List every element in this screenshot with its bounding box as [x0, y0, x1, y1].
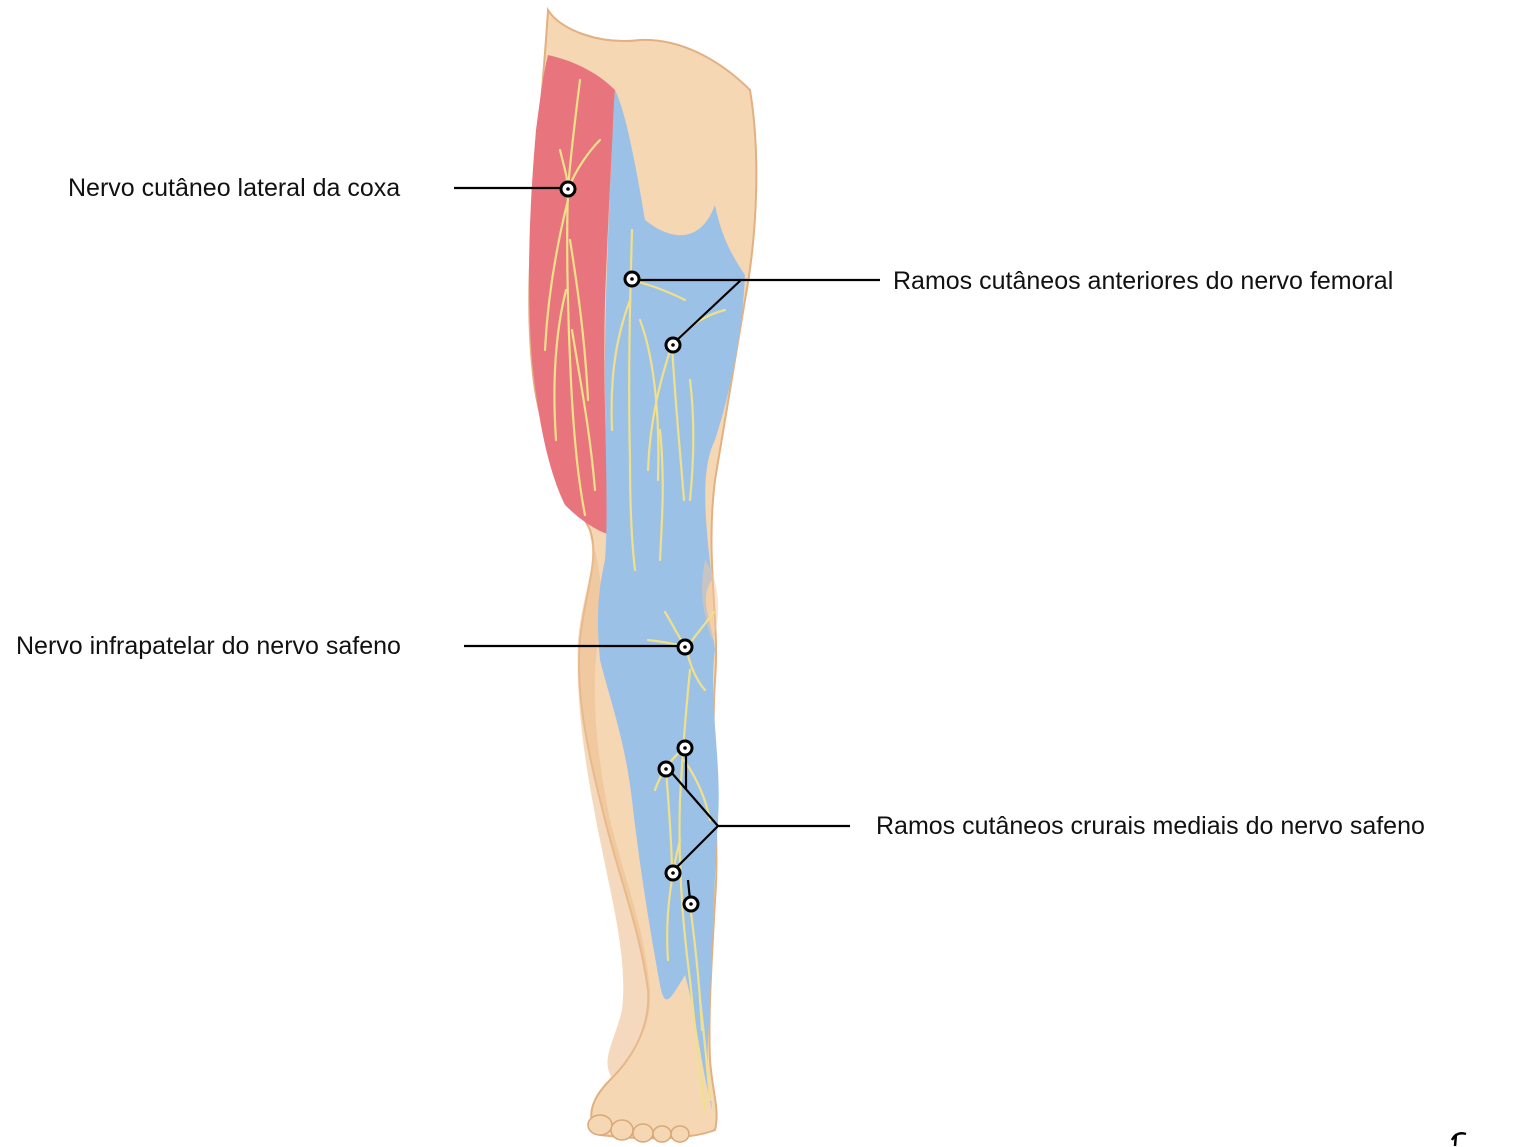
marker-crural-2 [659, 762, 673, 776]
marker-lateral-cutaneous [561, 182, 575, 196]
label-anterior-cutaneous-femoral: Ramos cutâneos anteriores do nervo femor… [893, 269, 1393, 294]
marker-crural-4 [684, 897, 698, 911]
lateral-cutaneous-region [529, 55, 615, 535]
label-lateral-cutaneous-thigh: Nervo cutâneo lateral da coxa [68, 176, 400, 201]
marker-infrapatellar [678, 640, 692, 654]
marker-anterior-femoral-2 [666, 338, 680, 352]
label-medial-crural-saphenous: Ramos cutâneos crurais mediais do nervo … [876, 814, 1425, 839]
marker-crural-1 [678, 741, 692, 755]
femoral-saphenous-region [598, 90, 745, 1110]
corner-mark [1452, 1133, 1466, 1146]
marker-anterior-femoral-1 [625, 272, 639, 286]
marker-crural-3 [666, 866, 680, 880]
label-infrapatellar-saphenous: Nervo infrapatelar do nervo safeno [16, 634, 401, 659]
